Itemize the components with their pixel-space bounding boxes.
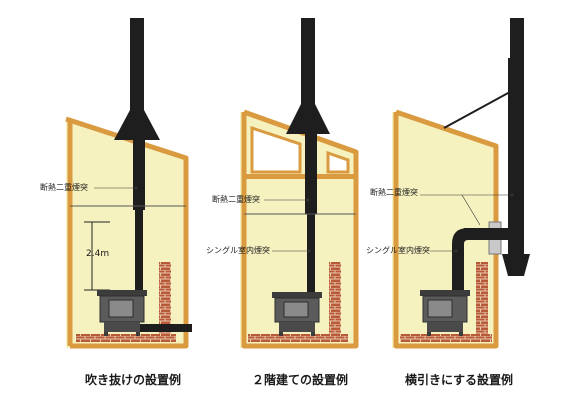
label-insulated-chimney-2: 断熱二重煙突 bbox=[212, 195, 260, 204]
wood-stove bbox=[97, 290, 147, 336]
brick-floor bbox=[248, 334, 348, 342]
upper-floor bbox=[244, 174, 356, 179]
chimney-flashing bbox=[114, 110, 160, 140]
house-two-storey bbox=[240, 18, 359, 349]
label-single-flue-2: シングル室内煙突 bbox=[206, 246, 270, 255]
house-wall bbox=[66, 119, 186, 348]
house-wall bbox=[392, 112, 496, 348]
air-intake-duct bbox=[140, 324, 192, 332]
insulated-chimney-pipe bbox=[133, 140, 145, 210]
caption-horizontal: 横引きにする設置例 bbox=[404, 373, 514, 387]
brick-wall bbox=[159, 262, 171, 334]
label-insulated-chimney-1: 断熱二重煙突 bbox=[40, 183, 88, 192]
label-insulated-chimney-3: 断熱二重煙突 bbox=[370, 188, 418, 197]
single-flue-pipe bbox=[307, 214, 315, 296]
house-atrium bbox=[65, 18, 192, 349]
wood-stove bbox=[420, 290, 470, 336]
chimney-pipe bbox=[510, 18, 524, 58]
insulated-chimney-pipe bbox=[305, 134, 317, 214]
brick-wall bbox=[476, 262, 488, 334]
caption-atrium: 吹き抜けの設置例 bbox=[84, 373, 181, 387]
caption-two-storey: ２階建ての設置例 bbox=[251, 373, 348, 387]
house-horizontal bbox=[392, 18, 530, 349]
insulated-chimney-pipe bbox=[508, 58, 524, 254]
label-single-flue-3: シングル室内煙突 bbox=[366, 246, 430, 255]
brick-floor bbox=[76, 334, 176, 342]
chimney-pipe bbox=[301, 18, 315, 124]
roof-stay bbox=[443, 91, 511, 129]
elbow-pipe bbox=[452, 228, 470, 290]
label-height: 2.4m bbox=[86, 249, 110, 259]
brick-floor bbox=[400, 334, 492, 342]
house-frame bbox=[241, 109, 359, 349]
horizontal-pipe bbox=[464, 228, 510, 240]
chimney-flashing bbox=[286, 104, 330, 134]
wood-stove bbox=[272, 292, 322, 336]
single-flue-pipe bbox=[135, 210, 143, 294]
chimney-base bbox=[502, 254, 530, 276]
house-frame bbox=[393, 109, 499, 349]
brick-wall bbox=[329, 262, 341, 334]
chimney-pipe bbox=[130, 18, 144, 134]
